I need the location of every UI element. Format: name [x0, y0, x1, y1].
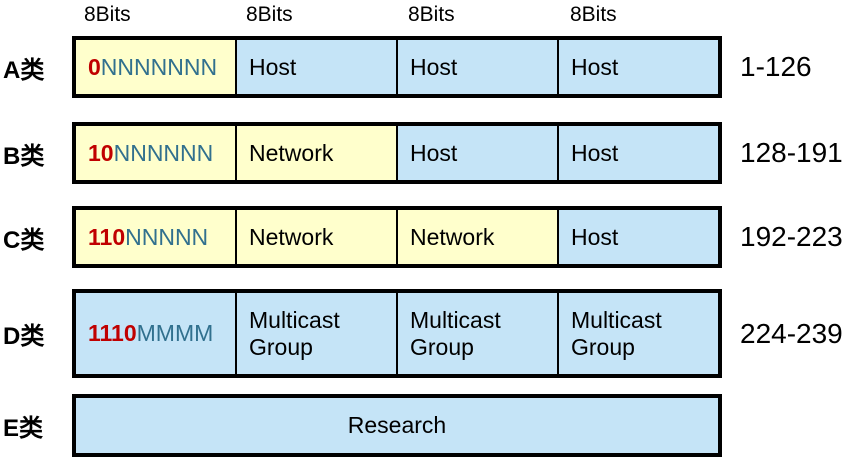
class-d-octet-2: Multicast Group — [237, 293, 398, 374]
row-label-class-c: C类 — [3, 226, 45, 254]
cell-text: Network — [249, 139, 334, 166]
class-b-octet-4: Host — [559, 126, 718, 180]
class-e-research-cell: Research — [76, 398, 718, 453]
class-d-octet-3: Multicast Group — [398, 293, 559, 374]
class-c-bit-prefix: 110 — [88, 223, 126, 250]
class-d-octet-4: Multicast Group — [559, 293, 718, 374]
cell-text: Host — [571, 223, 619, 250]
class-b-octet-3: Host — [398, 126, 559, 180]
row-label-class-a: A类 — [3, 56, 45, 84]
row-label-class-d: D类 — [3, 323, 45, 350]
class-c-range: 192-223 — [740, 221, 843, 252]
cell-text: Network — [410, 223, 495, 250]
row-label-class-b: B类 — [3, 142, 45, 170]
bit-header-2: 8Bits — [246, 3, 293, 26]
class-b-bit-letters: NNNNNN — [113, 139, 214, 166]
cell-text: Host — [571, 139, 619, 166]
class-b-bit-prefix: 10 — [88, 139, 114, 166]
class-c-octet-4: Host — [559, 210, 718, 264]
cell-text: Host — [410, 53, 458, 80]
cell-text: Research — [347, 412, 447, 439]
class-a-bit-prefix: 0 — [88, 53, 101, 80]
class-c-octet-2: Network — [237, 210, 398, 264]
cell-text: Multicast Group — [571, 307, 662, 360]
class-a-octet-2: Host — [237, 40, 398, 94]
class-a-octet-3: Host — [398, 40, 559, 94]
class-a-octet-4: Host — [559, 40, 718, 94]
class-d-range: 224-239 — [740, 317, 843, 349]
bit-header-4: 8Bits — [570, 3, 617, 26]
class-d-bit-letters: MMMM — [136, 320, 214, 347]
cell-text: Host — [571, 53, 619, 80]
class-b-octet-2: Network — [237, 126, 398, 180]
row-label-class-e: E类 — [3, 415, 44, 442]
class-e-box: Research — [72, 394, 722, 457]
class-a-bit-letters: NNNNNNN — [100, 53, 218, 80]
class-a-range: 1-126 — [740, 51, 812, 82]
bit-header-1: 8Bits — [84, 3, 131, 26]
cell-text: Multicast Group — [410, 307, 501, 360]
cell-text: Host — [249, 53, 297, 80]
bit-header-3: 8Bits — [408, 3, 455, 26]
cell-text: Multicast Group — [249, 307, 340, 360]
class-c-bit-letters: NNNNN — [125, 223, 209, 250]
cell-text: Host — [410, 139, 458, 166]
cell-text: Network — [249, 223, 334, 250]
class-b-range: 128-191 — [740, 137, 843, 168]
class-d-bit-prefix: 1110 — [88, 320, 137, 347]
class-c-octet-3: Network — [398, 210, 559, 264]
